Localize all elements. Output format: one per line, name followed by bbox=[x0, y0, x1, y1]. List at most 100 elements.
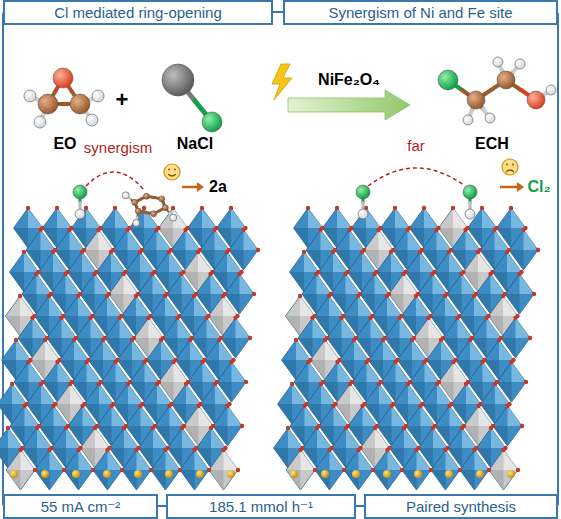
octahedron-face bbox=[157, 230, 172, 250]
tab-text: 55 mA cm⁻² bbox=[41, 498, 121, 516]
oxygen-dot bbox=[389, 404, 393, 408]
atom bbox=[162, 64, 194, 96]
oxygen-dot bbox=[360, 250, 364, 254]
atom bbox=[527, 91, 545, 109]
octahedron-face bbox=[203, 362, 218, 382]
oxygen-dot bbox=[96, 228, 100, 232]
octahedron-face bbox=[236, 318, 251, 338]
oxygen-dot bbox=[488, 272, 492, 276]
oxygen-dot bbox=[472, 448, 476, 452]
oxygen-dot bbox=[360, 404, 364, 408]
octahedron-face bbox=[87, 362, 102, 382]
oxygen-dot bbox=[368, 316, 372, 320]
atom bbox=[143, 193, 149, 199]
oxygen-dot bbox=[67, 228, 71, 232]
oxygen-dot bbox=[443, 448, 447, 452]
oxygen-dot bbox=[142, 360, 146, 364]
face-eye bbox=[168, 169, 170, 171]
oxygen-dot bbox=[207, 468, 211, 472]
oxygen-dot bbox=[217, 338, 221, 342]
octahedron-face bbox=[41, 230, 56, 250]
artwork bbox=[0, 57, 556, 490]
arrow-head bbox=[197, 182, 204, 192]
oxygen-dot bbox=[356, 294, 360, 298]
oxygen-dot bbox=[121, 272, 125, 276]
atom bbox=[73, 185, 87, 199]
octahedron-face bbox=[103, 340, 118, 360]
footer-tab: Paired synthesis bbox=[364, 494, 558, 519]
metal-sphere bbox=[414, 470, 422, 478]
oxygen-dot bbox=[55, 206, 59, 210]
octahedron-face bbox=[25, 406, 40, 426]
octahedron-face bbox=[383, 340, 398, 360]
oxygen-dot bbox=[381, 338, 385, 342]
annotation: synergism bbox=[84, 140, 152, 157]
oxygen-dot bbox=[318, 228, 322, 232]
octahedron-face bbox=[478, 252, 493, 272]
oxygen-dot bbox=[159, 338, 163, 342]
octahedron-face bbox=[45, 340, 60, 360]
octahedron-face bbox=[244, 230, 259, 250]
atom bbox=[24, 90, 36, 102]
oxygen-dot bbox=[347, 228, 351, 232]
product-arrow bbox=[500, 186, 518, 189]
octahedron-face bbox=[437, 230, 452, 250]
atom bbox=[463, 185, 477, 199]
octahedron-face bbox=[54, 406, 69, 426]
octahedron-face bbox=[178, 318, 193, 338]
octahedron-face bbox=[227, 252, 242, 272]
atom bbox=[135, 208, 141, 214]
oxygen-dot bbox=[290, 382, 294, 386]
sad-face bbox=[502, 159, 518, 175]
oxygen-dot bbox=[447, 404, 451, 408]
oxygen-dot bbox=[430, 272, 434, 276]
oxygen-dot bbox=[371, 468, 375, 472]
octahedron-face bbox=[358, 296, 373, 316]
molecule-label: EO bbox=[53, 135, 76, 153]
oxygen-dot bbox=[209, 426, 213, 430]
oxygen-dot bbox=[524, 380, 528, 384]
atom bbox=[151, 211, 157, 217]
oxygen-dot bbox=[306, 360, 310, 364]
octahedron-face bbox=[149, 318, 164, 338]
octahedron-face bbox=[433, 274, 448, 294]
oxygen-dot bbox=[84, 360, 88, 364]
octahedron-face bbox=[141, 406, 156, 426]
octahedron-face bbox=[317, 274, 332, 294]
atom bbox=[86, 114, 98, 126]
molecule-label: NaCl bbox=[177, 135, 213, 153]
oxygen-dot bbox=[64, 426, 68, 430]
octahedron-face bbox=[511, 208, 526, 228]
oxygen-dot bbox=[516, 468, 520, 472]
metal-sphere bbox=[476, 470, 484, 478]
octahedron-face bbox=[170, 406, 185, 426]
octahedron-face bbox=[182, 274, 197, 294]
crystal-slab bbox=[0, 206, 260, 490]
octahedron-face bbox=[95, 274, 110, 294]
oxygen-dot bbox=[105, 294, 109, 298]
octahedron-face bbox=[79, 450, 94, 470]
oxygen-dot bbox=[175, 316, 179, 320]
happy-face bbox=[164, 164, 180, 180]
oxygen-dot bbox=[225, 250, 229, 254]
oxygen-dot bbox=[180, 426, 184, 430]
face-mouth bbox=[506, 170, 514, 172]
octahedron-face bbox=[495, 384, 510, 404]
octahedron-face bbox=[190, 340, 205, 360]
octahedron-face bbox=[165, 296, 180, 316]
oxygen-dot bbox=[315, 426, 319, 430]
oxygen-dot bbox=[35, 426, 39, 430]
octahedron-face bbox=[24, 252, 39, 272]
metal-sphere bbox=[72, 470, 80, 478]
octahedron-face bbox=[379, 384, 394, 404]
octahedron-face bbox=[338, 362, 353, 382]
reaction-arrow bbox=[288, 90, 410, 120]
oxygen-dot bbox=[138, 250, 142, 254]
octahedron-face bbox=[70, 384, 85, 404]
plus-sign: + bbox=[116, 88, 129, 112]
oxygen-dot bbox=[505, 404, 509, 408]
octahedron-face bbox=[392, 406, 407, 426]
oxygen-dot bbox=[26, 206, 30, 210]
octahedron-face bbox=[450, 406, 465, 426]
oxygen-dot bbox=[10, 382, 14, 386]
